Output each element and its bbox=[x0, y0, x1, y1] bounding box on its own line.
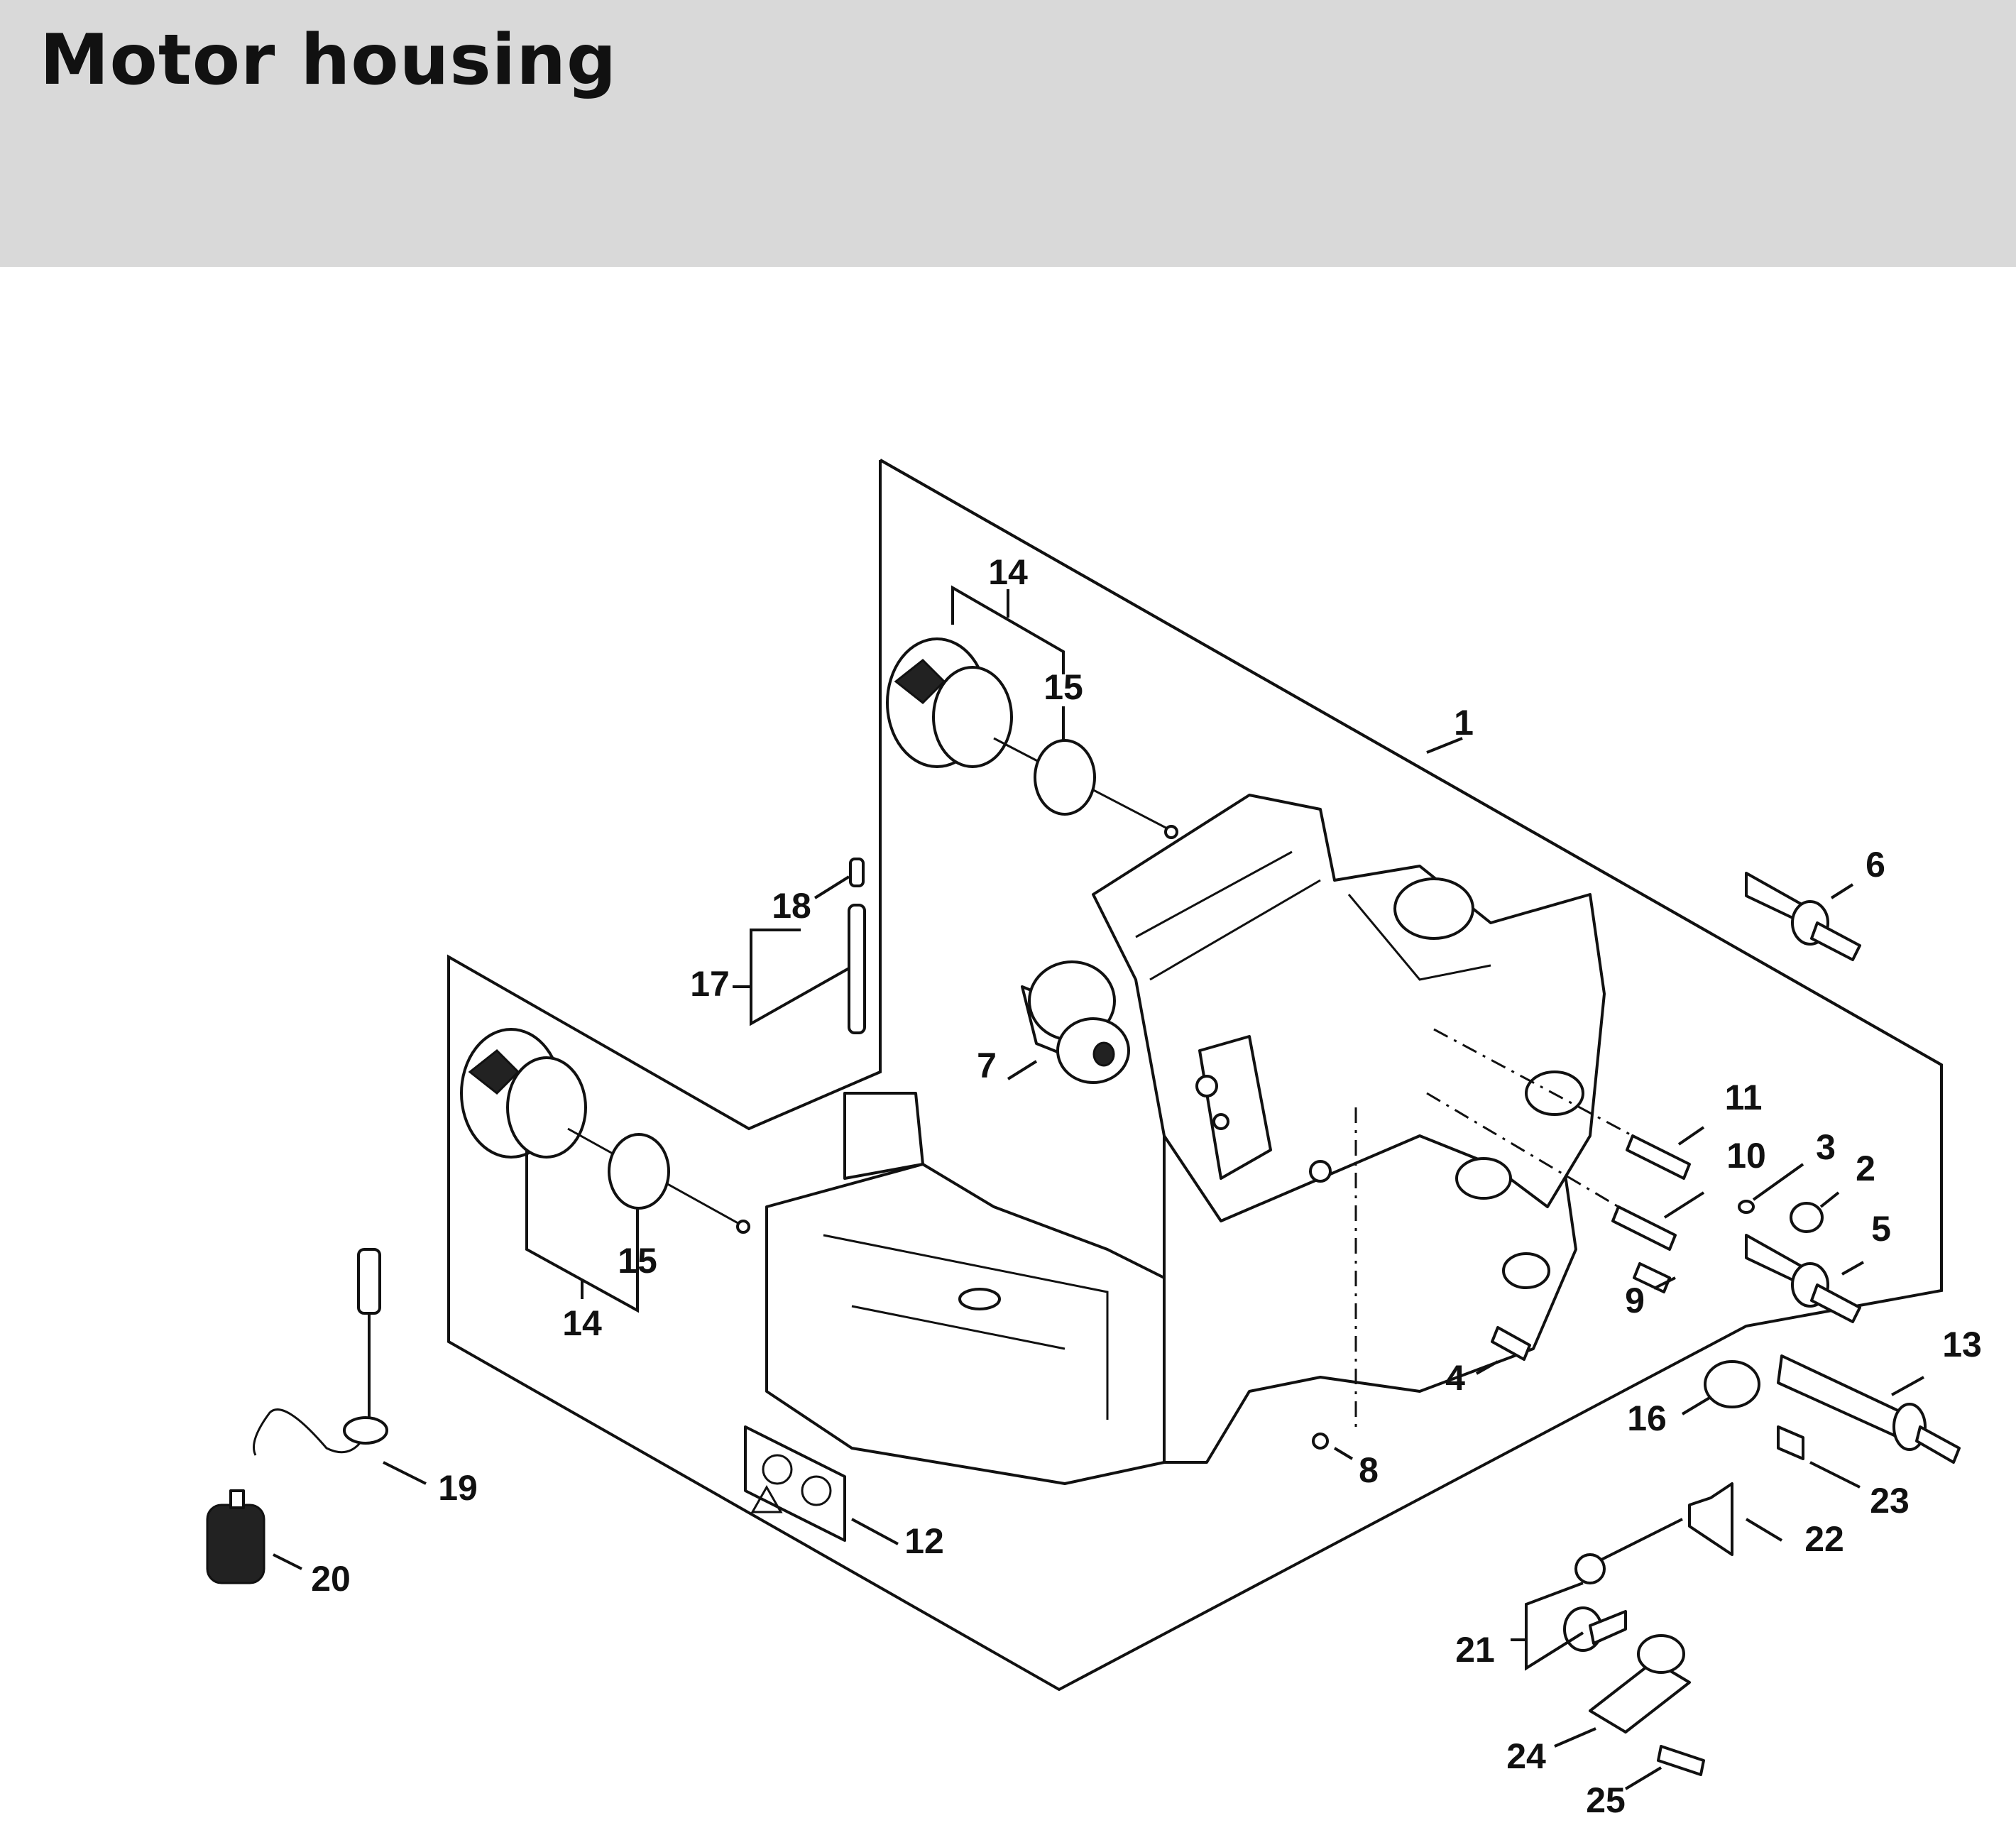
oil-hose-part-19 bbox=[253, 1248, 388, 1456]
callout-16: 16 bbox=[1627, 1398, 1667, 1438]
bracket-17 bbox=[750, 929, 850, 1026]
leader-line-2 bbox=[1819, 1191, 1840, 1208]
o-ring-part-15-upper bbox=[1034, 739, 1096, 816]
callout-22: 22 bbox=[1804, 1519, 1844, 1559]
callout-7: 7 bbox=[977, 1046, 997, 1085]
stud-part-5 bbox=[1745, 1234, 1861, 1323]
leader-line-9 bbox=[1653, 1276, 1676, 1290]
leader-line-11 bbox=[1677, 1126, 1705, 1146]
callout-8: 8 bbox=[1359, 1450, 1379, 1490]
callout-5: 5 bbox=[1871, 1209, 1891, 1249]
callout-10: 10 bbox=[1726, 1136, 1766, 1176]
callout-12: 12 bbox=[904, 1521, 944, 1561]
cap-part-16 bbox=[1704, 1360, 1760, 1408]
spring-pin-part-18 bbox=[849, 858, 865, 887]
filter-part-7 bbox=[1021, 960, 1130, 1084]
callout-11: 11 bbox=[1725, 1078, 1763, 1117]
leader-line-22 bbox=[1745, 1518, 1783, 1542]
leader-line-7 bbox=[1007, 1060, 1038, 1080]
leader-line-5 bbox=[1841, 1261, 1864, 1276]
assembly-axis-line bbox=[1433, 1028, 1633, 1137]
header-band: Motor housing bbox=[0, 0, 2016, 267]
callout-9: 9 bbox=[1625, 1281, 1645, 1320]
leader-line-8 bbox=[1333, 1447, 1354, 1460]
bracket-part-22 bbox=[1688, 1482, 1733, 1556]
motor-housing-part-1 bbox=[765, 794, 1606, 1485]
callout-23: 23 bbox=[1870, 1481, 1910, 1521]
leader-line-4 bbox=[1476, 1360, 1499, 1375]
leader-line-3 bbox=[1752, 1163, 1804, 1201]
callout-14-upper: 14 bbox=[988, 552, 1028, 592]
callout-19: 19 bbox=[438, 1468, 478, 1508]
main-assembly-frame bbox=[447, 459, 1943, 1692]
leader-line-12 bbox=[851, 1518, 899, 1545]
ring-part-8 bbox=[1312, 1433, 1329, 1450]
leader-line-24 bbox=[1554, 1727, 1596, 1748]
leader-line-20 bbox=[273, 1553, 302, 1570]
callout-20: 20 bbox=[311, 1559, 351, 1599]
oil-pump-part-14-lower bbox=[460, 1028, 750, 1234]
o-ring-part-15-lower bbox=[608, 1133, 670, 1210]
leader-line-18 bbox=[813, 875, 850, 899]
callout-2: 2 bbox=[1856, 1149, 1875, 1188]
callout-14-lower: 14 bbox=[562, 1303, 602, 1343]
washer-part-3 bbox=[1738, 1200, 1755, 1214]
oil-pump-part-14-upper bbox=[886, 637, 1178, 839]
plug-part-4 bbox=[1491, 1326, 1531, 1361]
leader-line-13 bbox=[1891, 1376, 1924, 1396]
bracket-21 bbox=[1525, 1582, 1584, 1671]
callout-3: 3 bbox=[1816, 1127, 1836, 1167]
leader-line-10 bbox=[1663, 1191, 1705, 1219]
nut-part-23 bbox=[1777, 1425, 1804, 1460]
tensioner-part-24-ring bbox=[1637, 1634, 1685, 1674]
callout-15-lower: 15 bbox=[618, 1241, 657, 1281]
screw-part-25 bbox=[1657, 1745, 1705, 1776]
callout-25: 25 bbox=[1586, 1780, 1626, 1820]
callout-15-upper: 15 bbox=[1043, 667, 1083, 707]
leader-line-23 bbox=[1809, 1461, 1861, 1489]
callout-17: 17 bbox=[690, 964, 730, 1004]
tensioner-part-24 bbox=[1589, 1660, 1691, 1734]
upper-frame-line bbox=[880, 459, 1942, 1066]
callout-13: 13 bbox=[1942, 1325, 1982, 1364]
sleeve-part-11 bbox=[1626, 1134, 1691, 1180]
sleeve-part-10 bbox=[1611, 1205, 1677, 1251]
stud-part-6 bbox=[1745, 872, 1861, 961]
leader-line-1 bbox=[1426, 737, 1463, 754]
bracket-14-upper bbox=[951, 585, 1065, 674]
pickup-filter-part-20 bbox=[206, 1489, 265, 1584]
callout-6: 6 bbox=[1866, 845, 1885, 885]
bar-stud-part-13 bbox=[1777, 1354, 1961, 1464]
cap-part-2 bbox=[1790, 1202, 1824, 1233]
leader-line-6 bbox=[1830, 883, 1854, 899]
callout-24: 24 bbox=[1506, 1736, 1546, 1776]
leader-line-19 bbox=[383, 1461, 427, 1485]
callout-18: 18 bbox=[772, 886, 811, 926]
page-title: Motor housing bbox=[40, 20, 618, 101]
callout-1: 1 bbox=[1454, 703, 1474, 743]
assembly-axis-line bbox=[1426, 1092, 1619, 1208]
callout-21: 21 bbox=[1455, 1630, 1495, 1670]
leader-line-16 bbox=[1681, 1396, 1712, 1415]
pin-part-17 bbox=[848, 904, 866, 1034]
leader-line-25 bbox=[1624, 1766, 1662, 1790]
callout-4: 4 bbox=[1445, 1358, 1465, 1398]
adjuster-part-21 bbox=[1563, 1518, 1683, 1652]
warning-label-part-12 bbox=[744, 1425, 846, 1542]
